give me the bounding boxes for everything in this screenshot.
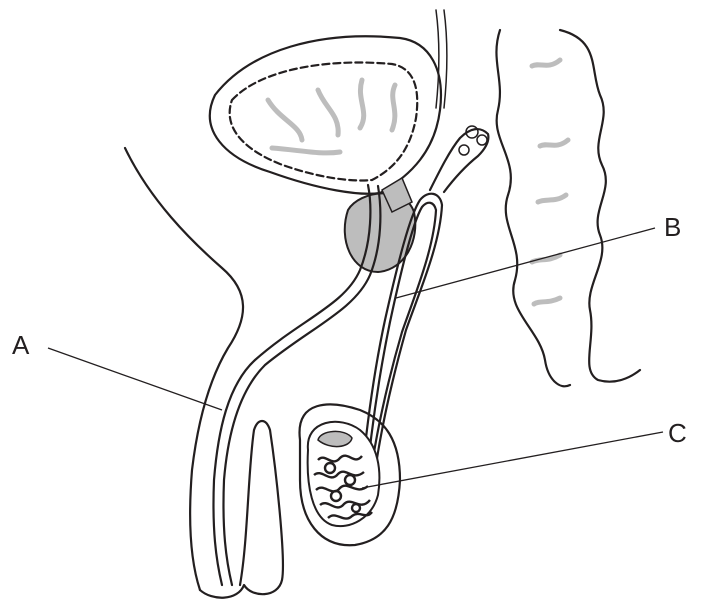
label-b: B	[664, 212, 681, 242]
seminal-vesicle-coil	[459, 145, 469, 155]
bladder-fold	[268, 100, 302, 140]
bladder-inner-lining	[230, 63, 418, 181]
rectum-right-wall	[560, 30, 640, 382]
bladder-fold	[272, 148, 340, 153]
penis-outline	[200, 421, 283, 598]
bladder-fold	[392, 85, 395, 130]
leader-line-a	[48, 348, 222, 410]
label-c: C	[668, 418, 687, 448]
bladder-outer-wall	[210, 36, 441, 193]
rectum-fold	[532, 60, 560, 66]
label-a: A	[12, 330, 30, 360]
ureter	[436, 10, 439, 108]
leader-line-b	[396, 228, 655, 298]
seminal-vesicle-coil	[477, 135, 487, 145]
seminal-vesicle	[430, 129, 488, 192]
rectum-fold	[540, 140, 568, 146]
body-outline	[125, 148, 243, 590]
rectum-fold	[538, 195, 566, 202]
rectum-left-wall	[496, 30, 570, 386]
bladder-fold	[360, 80, 364, 128]
leader-line-c	[362, 432, 663, 488]
bladder-fold	[318, 90, 338, 135]
ureter	[444, 10, 447, 108]
rectum-fold	[532, 255, 560, 262]
rectum-fold	[534, 298, 560, 304]
